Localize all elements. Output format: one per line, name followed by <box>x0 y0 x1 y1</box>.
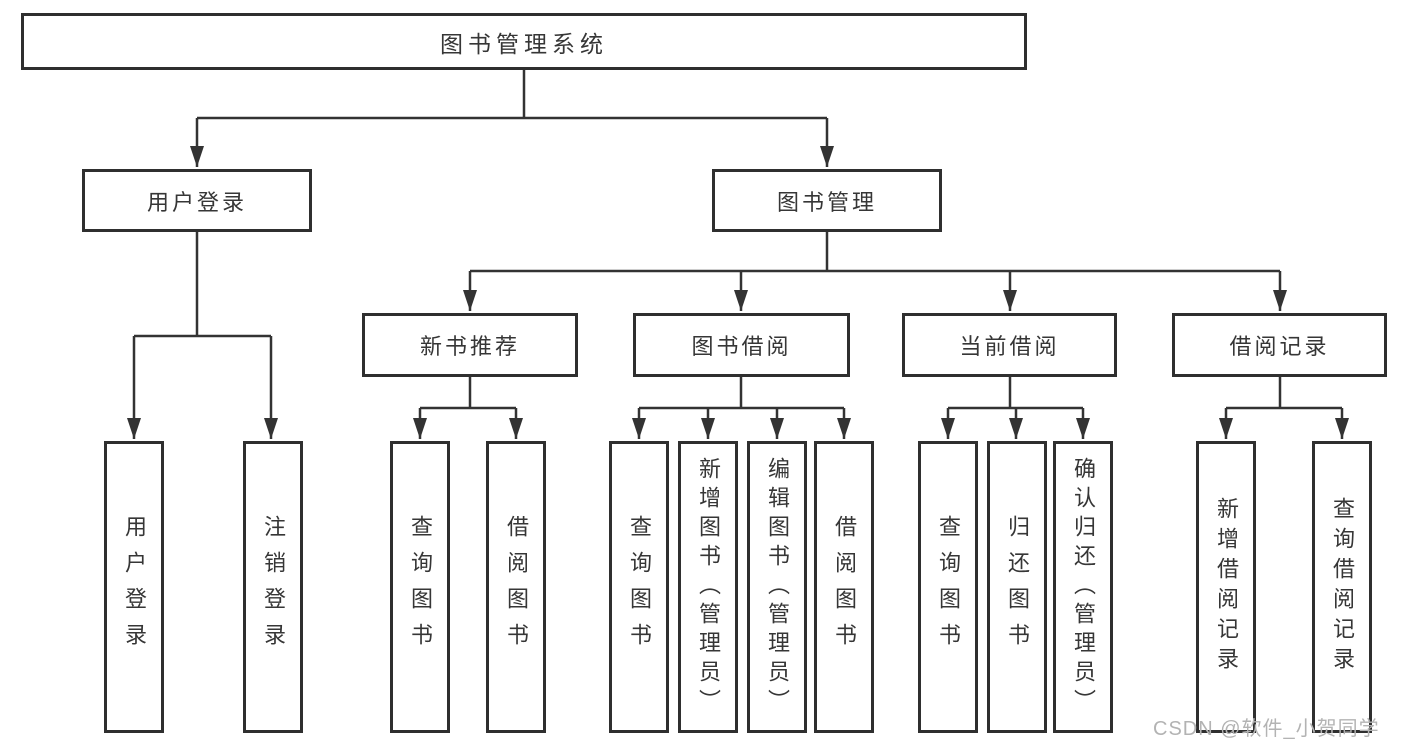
node-book-borrowing-label: 图书借阅 <box>691 334 792 359</box>
node-edit-books-admin: 编辑图书（管理员） <box>747 441 807 733</box>
node-add-books-admin-label: 新增图书（管理员） <box>696 456 721 718</box>
connector-book-management-children <box>463 232 1287 311</box>
node-add-borrow-record: 新增借阅记录 <box>1196 441 1256 733</box>
node-current-borrowing: 当前借阅 <box>902 313 1117 377</box>
node-search-books-recommend: 查询图书 <box>390 441 450 733</box>
node-new-book-recommend-label: 新书推荐 <box>419 334 520 359</box>
node-search-books-current: 查询图书 <box>918 441 978 733</box>
node-confirm-return-admin-label: 确认归还（管理员） <box>1071 456 1096 718</box>
node-return-books: 归还图书 <box>987 441 1047 733</box>
connector-current-borrowing-children <box>941 377 1090 439</box>
connector-new-book-children <box>413 377 523 439</box>
node-return-books-label: 归还图书 <box>1005 515 1030 659</box>
node-search-books-borrowing: 查询图书 <box>609 441 669 733</box>
node-borrow-books-borrowing: 借阅图书 <box>814 441 874 733</box>
node-borrowing-records-label: 借阅记录 <box>1229 334 1330 359</box>
node-edit-books-admin-label: 编辑图书（管理员） <box>765 456 790 718</box>
connector-book-borrowing-children <box>632 377 851 439</box>
node-book-management-label: 图书管理 <box>776 189 877 215</box>
node-user-login: 用户登录 <box>82 169 312 232</box>
node-user-login-action-label: 用户登录 <box>122 515 147 659</box>
connector-user-login-children <box>127 232 278 439</box>
node-search-books-recommend-label: 查询图书 <box>408 515 433 659</box>
node-book-borrowing: 图书借阅 <box>633 313 850 377</box>
csdn-watermark: CSDN @软件_小贺同学 <box>1153 718 1380 740</box>
node-current-borrowing-label: 当前借阅 <box>959 334 1060 359</box>
node-library-system-label: 图书管理系统 <box>440 30 608 57</box>
node-search-books-current-label: 查询图书 <box>936 515 961 659</box>
connector-borrowing-records-children <box>1219 377 1349 439</box>
node-new-book-recommend: 新书推荐 <box>362 313 578 377</box>
node-user-login-action: 用户登录 <box>104 441 164 733</box>
node-borrow-books-borrowing-label: 借阅图书 <box>832 515 857 659</box>
node-add-books-admin: 新增图书（管理员） <box>678 441 738 733</box>
node-borrowing-records: 借阅记录 <box>1172 313 1387 377</box>
node-library-system: 图书管理系统 <box>21 13 1027 70</box>
node-search-borrow-record: 查询借阅记录 <box>1312 441 1372 733</box>
node-search-books-borrowing-label: 查询图书 <box>627 515 652 659</box>
node-logout-action-label: 注销登录 <box>261 515 286 659</box>
node-borrow-books-recommend: 借阅图书 <box>486 441 546 733</box>
node-book-management: 图书管理 <box>712 169 942 232</box>
node-add-borrow-record-label: 新增借阅记录 <box>1214 497 1239 677</box>
node-confirm-return-admin: 确认归还（管理员） <box>1053 441 1113 733</box>
node-search-borrow-record-label: 查询借阅记录 <box>1330 497 1355 677</box>
node-logout-action: 注销登录 <box>243 441 303 733</box>
node-borrow-books-recommend-label: 借阅图书 <box>504 515 529 659</box>
connector-root-to-level2 <box>190 70 834 167</box>
node-user-login-label: 用户登录 <box>146 189 247 215</box>
